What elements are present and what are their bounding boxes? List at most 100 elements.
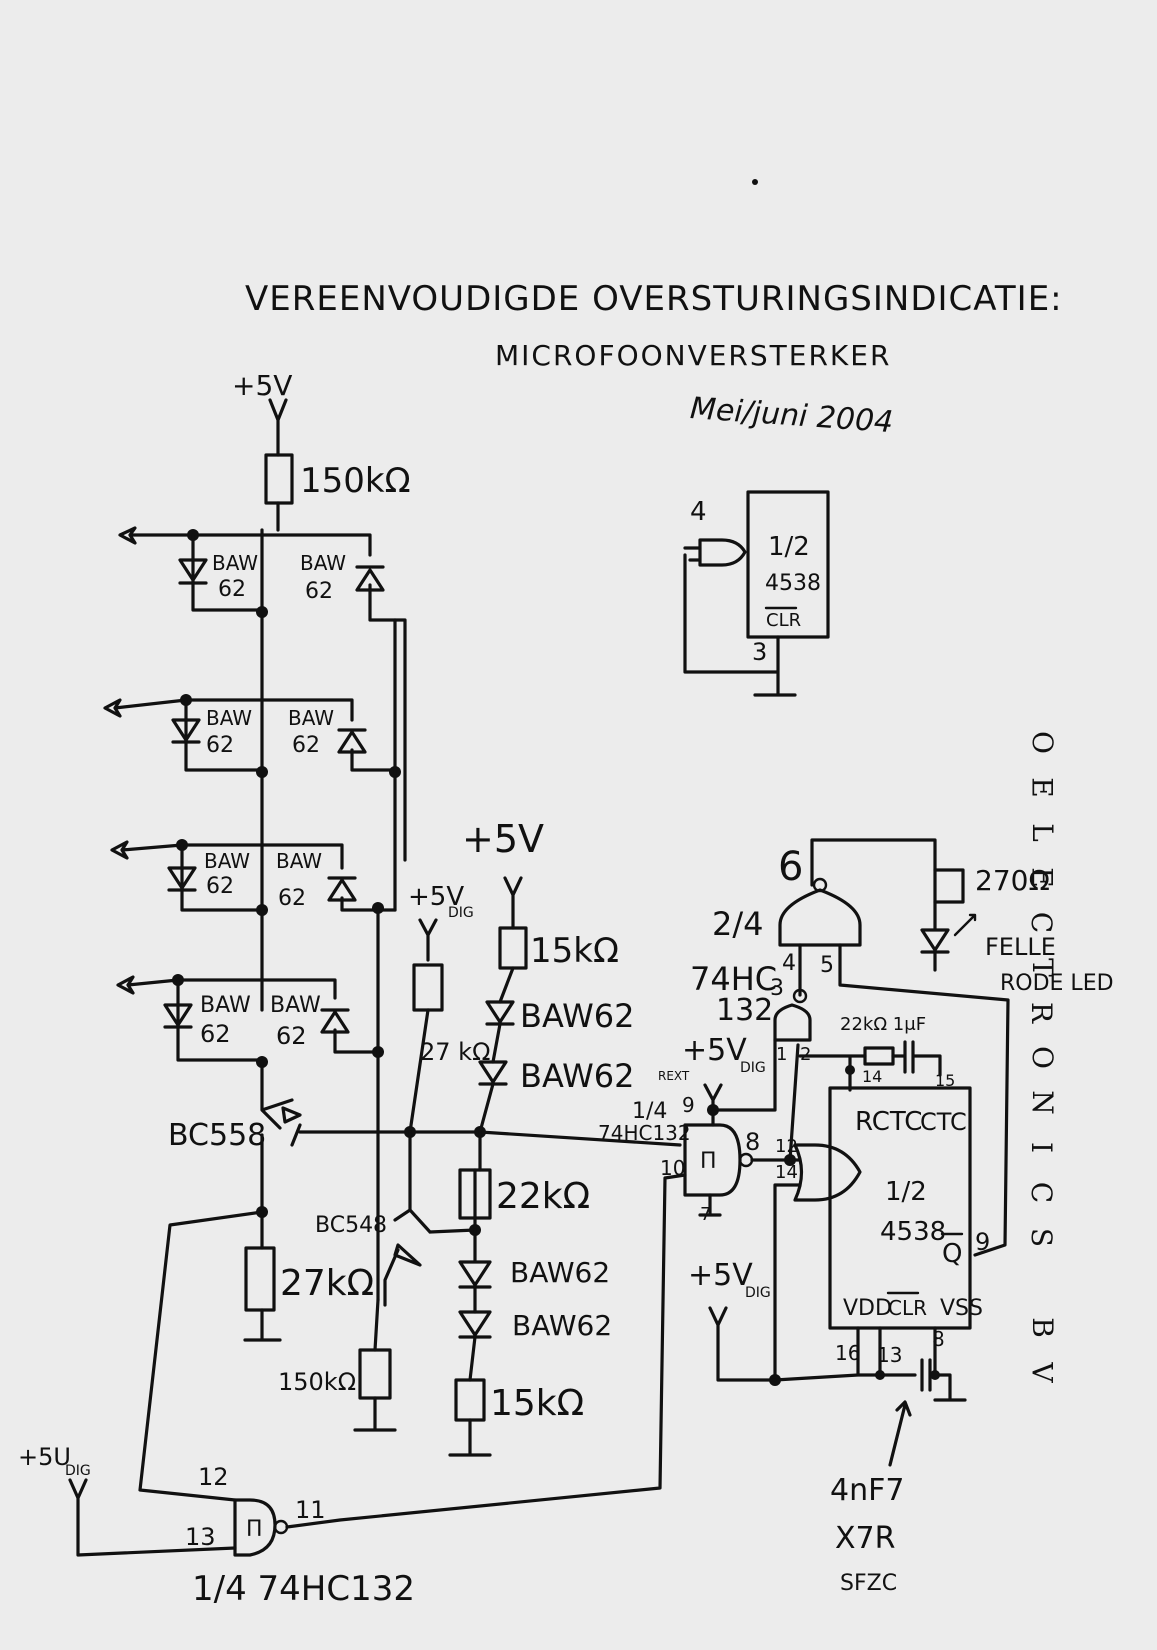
resistor-22k-rc-label: 22kΩ 1μF: [840, 1014, 926, 1035]
resistor-270-label: 270Ω: [975, 864, 1050, 897]
gate-bottom-pin-out: 11: [295, 1496, 326, 1524]
supply-symbol-top: [268, 398, 288, 457]
gate-top-symbol: [778, 888, 862, 947]
company-letter: C: [1025, 1181, 1059, 1204]
diode-row-2: [103, 694, 401, 778]
capacitor-note-line1: 4nF7: [830, 1473, 904, 1508]
company-letter: B: [1025, 1317, 1059, 1338]
diode-label-baw-1b: BAW: [300, 551, 346, 575]
gate-top-132: 132: [716, 993, 773, 1028]
ic-4538-main-clr: CLR: [888, 1296, 927, 1320]
diode-baw62-3-label: BAW62: [510, 1256, 610, 1289]
company-letter: C: [1025, 911, 1059, 934]
diode-label-62-3a: 62: [206, 874, 234, 899]
ic-4538-small-half: 1/2: [768, 532, 810, 562]
supply-symbol-dig4: [68, 1478, 237, 1557]
gate-left-pin10: 10: [660, 1156, 685, 1180]
wire-15k-bottom: [448, 1418, 492, 1457]
gate-left-pin9: 9: [682, 1093, 695, 1117]
resistor-15k-bottom-label: 15kΩ: [490, 1383, 584, 1424]
supply-label-top: +5V: [232, 369, 292, 402]
resistor-15k-bottom: [454, 1378, 486, 1422]
gate-top-bubble: [812, 877, 828, 893]
wire-right-bus: [376, 618, 397, 1302]
company-letter: L: [1025, 823, 1059, 842]
diode-label-62-4a: 62: [200, 1020, 231, 1048]
resistor-22k-label: 22kΩ: [496, 1176, 590, 1217]
supply-label-dig1: +5V: [408, 882, 464, 912]
stray-dot: [752, 179, 758, 185]
diode-label-62-2a: 62: [206, 733, 234, 758]
diode-baw62-3: [458, 1260, 492, 1289]
led-label-line1: FELLE: [985, 933, 1056, 961]
supply-symbol-dig3: [708, 1306, 777, 1382]
gate-right-pin14: 14: [775, 1162, 798, 1183]
ic-4538-main-half: 1/2: [885, 1177, 927, 1207]
diode-row-1: [118, 526, 407, 862]
gate-right-pin12: 12: [775, 1136, 798, 1157]
transistor-q2-label: BC548: [315, 1213, 387, 1238]
supply-symbol-mid: [503, 876, 523, 930]
ic-4538-main-ctc: CTC: [920, 1108, 967, 1136]
supply-label-dig4-sub: DIG: [65, 1463, 91, 1479]
gate-top-74hc: 74HC: [690, 960, 777, 998]
resistor-27k-left-label: 27kΩ: [280, 1263, 374, 1304]
title-line1: VEREENVOUDIGDE OVERSTURINGSINDICATIE:: [245, 279, 1063, 319]
ic-4538-small-pin4: 4: [690, 497, 707, 527]
resistor-15k-top: [498, 926, 528, 970]
transistor-q1-label: BC558: [168, 1118, 266, 1153]
gate-top-pin5: 5: [820, 953, 834, 978]
company-letter: S: [1025, 1227, 1059, 1248]
diode-label-baw-4a: BAW: [200, 993, 251, 1018]
resistor-150k-top-label: 150kΩ: [300, 461, 411, 501]
resistor-270: [933, 868, 965, 904]
ic-4538-main-vss: VSS: [940, 1296, 983, 1321]
diode-label-62-4b: 62: [276, 1022, 307, 1050]
resistor-22k-rc: [863, 1046, 895, 1066]
resistor-15k-top-label: 15kΩ: [530, 931, 619, 971]
ic-4538-small: [746, 490, 830, 639]
wire-rc-network: [798, 1040, 942, 1092]
ic-4538-main-rc: RCTC: [855, 1107, 922, 1137]
gate-mid-symbol: [773, 1003, 812, 1042]
resistor-150k-bottom-label: 150kΩ: [278, 1368, 356, 1396]
company-letter: R: [1025, 1001, 1059, 1024]
diode-baw62-1: [485, 1000, 515, 1026]
supply-label-dig3: +5V: [688, 1258, 753, 1293]
gate-left-schmitt: Π: [700, 1149, 717, 1174]
company-letter: [1020, 1278, 1065, 1287]
company-letter: E: [1025, 867, 1059, 888]
company-letter: T: [1025, 958, 1059, 977]
wire-27k-left: [243, 1210, 282, 1342]
diode-label-baw-2b: BAW: [288, 706, 334, 730]
wire-feedback-loop: [138, 1210, 264, 1502]
ic-4538-small-pin3: 3: [752, 638, 767, 666]
supply-label-mid: +5V: [462, 817, 544, 861]
company-letter: N: [1025, 1090, 1059, 1115]
wire-gate-top: [798, 943, 1010, 1257]
diode-label-baw-4b: BAW: [270, 993, 321, 1018]
company-letter: E: [1025, 777, 1059, 798]
transistor-q2-symbol: [383, 1130, 477, 1307]
wire-gate-bottom-out: [285, 1173, 687, 1529]
supply-label-dig4: +5U: [18, 1443, 71, 1471]
wire-small-ic: [683, 553, 797, 697]
diode-row-3: [110, 839, 397, 916]
diode-baw62-2: [478, 1060, 508, 1086]
wire-27k-right: [408, 1008, 430, 1134]
ic-4538-main-pin9: 9: [975, 1228, 990, 1256]
diode-label-baw-1a: BAW: [212, 551, 258, 575]
gate-top-pin6: 6: [778, 844, 803, 890]
diode-label-baw-3b: BAW: [276, 849, 322, 873]
gate-left-pin8: 8: [745, 1128, 760, 1156]
ic-4538-small-gate: [683, 538, 747, 567]
ic-4538-small-clr: CLR: [766, 610, 801, 631]
gate-top-pin3-bubble: [792, 988, 808, 1004]
rext-label: REXT: [658, 1069, 690, 1083]
diode-baw62-1-label: BAW62: [520, 997, 634, 1035]
gate-mid-pin1: 1: [776, 1044, 787, 1065]
ic-4538-main: [828, 1086, 972, 1330]
